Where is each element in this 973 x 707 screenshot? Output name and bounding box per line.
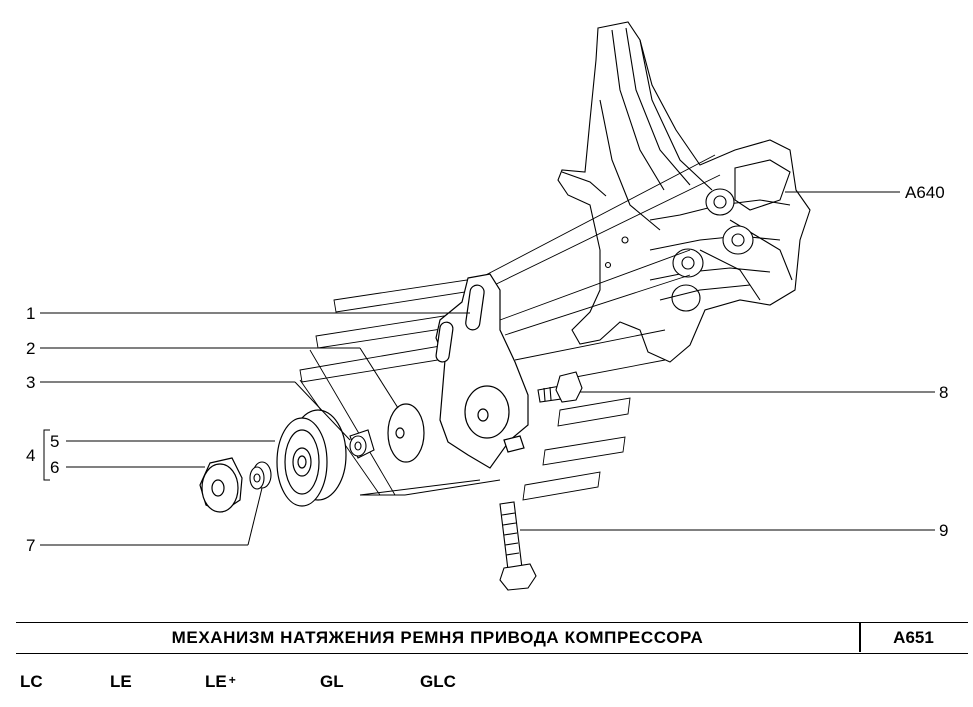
variant-le-plus-label: LE <box>205 672 227 691</box>
callout-6: 6 <box>50 458 59 477</box>
bolt-part-8 <box>537 371 583 403</box>
variant-gl: GL <box>320 672 344 691</box>
bushing-part-3 <box>349 429 375 459</box>
callout-labels: 1 2 3 4 5 6 7 8 9 A640 <box>26 183 948 555</box>
callout-3: 3 <box>26 373 35 392</box>
callout-1: 1 <box>26 304 35 323</box>
callout-8: 8 <box>939 383 948 402</box>
nut-part-7 <box>249 461 272 490</box>
variant-lc: LC <box>20 672 43 691</box>
callout-4: 4 <box>26 446 35 465</box>
exploded-parts-diagram: 1 2 3 4 5 6 7 8 9 A640 <box>26 21 948 591</box>
variant-le: LE <box>110 672 132 691</box>
title-block: МЕХАНИЗМ НАТЯЖЕНИЯ РЕМНЯ ПРИВОДА КОМПРЕС… <box>16 622 968 654</box>
bolt-part-9 <box>499 501 537 591</box>
tensioner-plate-part-1 <box>435 273 529 469</box>
title-divider <box>859 623 861 652</box>
variant-glc: GLC <box>420 672 456 691</box>
variant-le-plus-sup: + <box>228 673 236 687</box>
diagram-code: A651 <box>893 628 934 647</box>
callout-2: 2 <box>26 339 35 358</box>
leader-lines <box>40 191 935 546</box>
callout-9: 9 <box>939 521 948 540</box>
washer-part-2 <box>387 403 425 463</box>
variant-le-plus: LE+ <box>205 672 236 692</box>
callout-a640: A640 <box>905 183 945 202</box>
cap-part-6 <box>199 457 243 513</box>
roller-part-5 <box>276 409 347 507</box>
engine-bracket-drawing <box>557 21 811 363</box>
variant-row: LC LE LE+ GL GLC <box>0 672 973 698</box>
callout-7: 7 <box>26 536 35 555</box>
diagram-title: МЕХАНИЗМ НАТЯЖЕНИЯ РЕМНЯ ПРИВОДА КОМПРЕС… <box>171 628 704 647</box>
callout-5: 5 <box>50 432 59 451</box>
